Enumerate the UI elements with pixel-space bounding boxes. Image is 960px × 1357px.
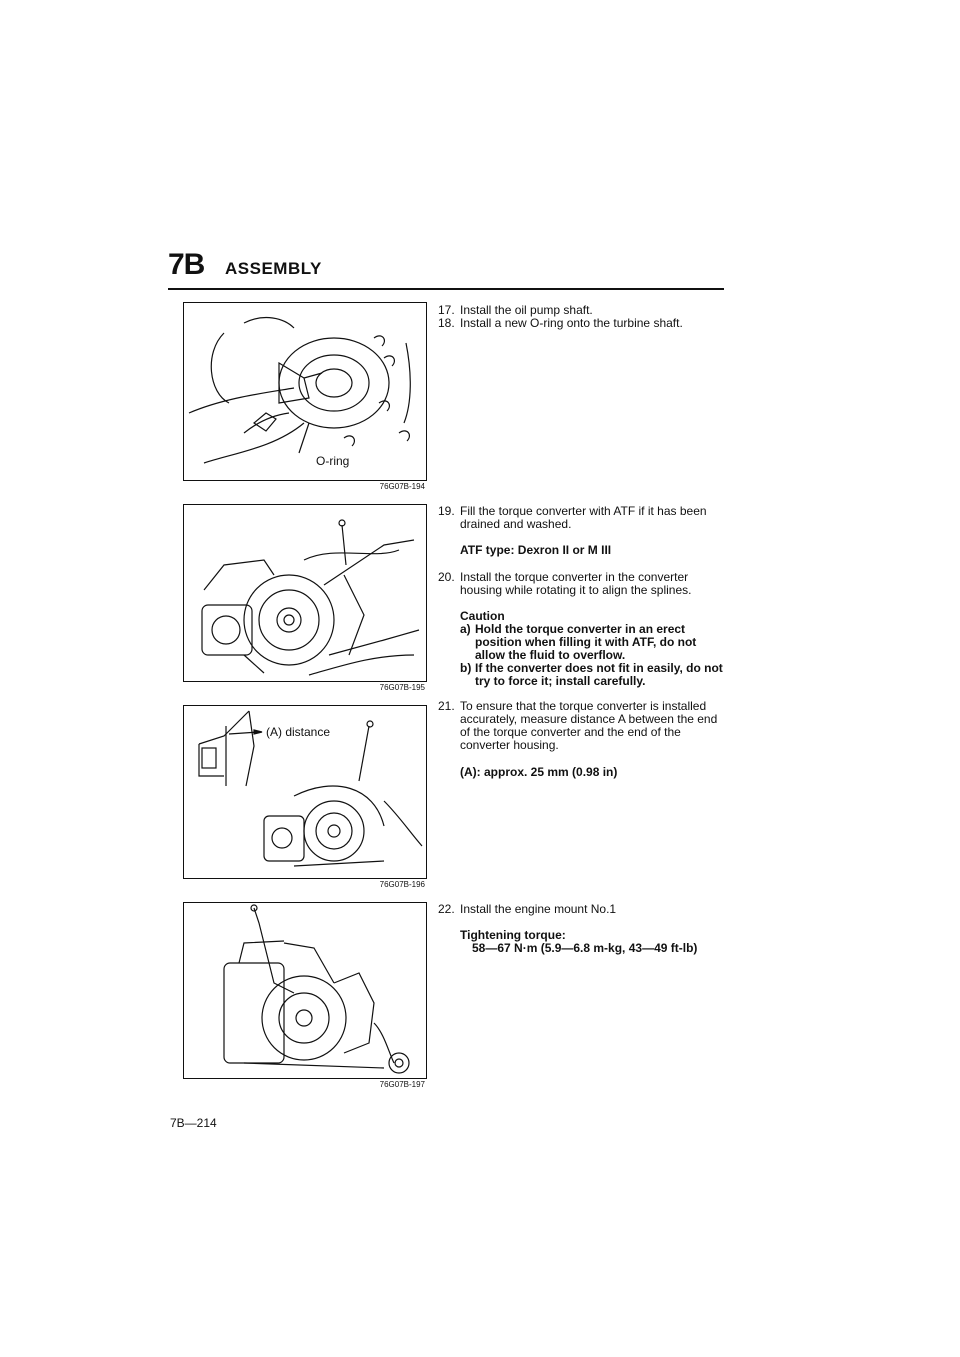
figure-distance-a: (A) distance [183,705,427,879]
figure-oil-pump-shaft: O-ring [183,302,427,481]
caution-text: If the converter does not fit in easily,… [475,661,723,688]
step-22: 22. Install the engine mount No.1 [438,903,728,916]
step-text: Install a new O-ring onto the turbine sh… [460,316,683,330]
atf-spec: ATF type: Dexron II or M III [460,543,612,557]
step-text: To ensure that the torque converter is i… [460,699,718,752]
step-20: 20. Install the torque converter in the … [438,571,728,597]
step-18: 18. Install a new O-ring onto the turbin… [438,317,728,330]
caution-item-a: a) Hold the torque converter in an erect… [460,623,728,662]
caution-item-b: b) If the converter does not fit in easi… [460,662,728,688]
step-number: 19. [438,504,455,518]
torque-converter-illustration [201,519,420,676]
step-22-block: 22. Install the engine mount No.1 Tighte… [438,903,728,955]
section-header: 7B ASSEMBLY [168,248,724,290]
step-number: 22. [438,902,455,916]
o-ring-label: O-ring [316,454,349,468]
torque-value: 58—67 N·m (5.9—6.8 m-kg, 43—49 ft-lb) [472,941,698,955]
step-number: 20. [438,570,455,584]
step-text: Install the engine mount No.1 [460,902,617,916]
figure-code: 76G07B-195 [379,683,425,692]
step-19: 19. Fill the torque converter with ATF i… [438,505,728,531]
distance-a-illustration: (A) distance [198,710,423,867]
section-number: 7B [168,248,205,281]
step-21: 21. To ensure that the torque converter … [438,700,728,752]
figure-code: 76G07B-197 [379,1080,425,1089]
figure-code: 76G07B-196 [379,880,425,889]
caution-letter: a) [460,622,471,636]
page-number: 7B—214 [170,1116,217,1130]
oil-pump-shaft-illustration: O-ring [188,316,411,468]
step-number: 18. [438,316,455,330]
caution-title: Caution [460,609,505,623]
caution-letter: b) [460,661,472,675]
figure-engine-mount [183,902,427,1079]
step-21-block: 21. To ensure that the torque converter … [438,700,728,779]
step-text: Install the torque converter in the conv… [460,570,692,597]
step-number: 21. [438,699,455,713]
steps-19-20: 19. Fill the torque converter with ATF i… [438,505,728,688]
step-17: 17. Install the oil pump shaft. [438,304,728,317]
torque-title: Tightening torque: [460,928,566,942]
distance-label: (A) distance [266,725,330,739]
section-title: ASSEMBLY [225,259,322,278]
figure-torque-converter-install [183,504,427,682]
step-text: Install the oil pump shaft. [460,303,593,317]
engine-mount-illustration [223,904,410,1074]
step-number: 17. [438,303,455,317]
caution-text: Hold the torque converter in an erect po… [475,622,697,662]
figure-code: 76G07B-194 [379,482,425,491]
distance-spec: (A): approx. 25 mm (0.98 in) [460,765,618,779]
step-text: Fill the torque converter with ATF if it… [460,504,707,531]
caution-box: Caution a) Hold the torque converter in … [460,610,728,688]
steps-17-18: 17. Install the oil pump shaft. 18. Inst… [438,304,728,330]
